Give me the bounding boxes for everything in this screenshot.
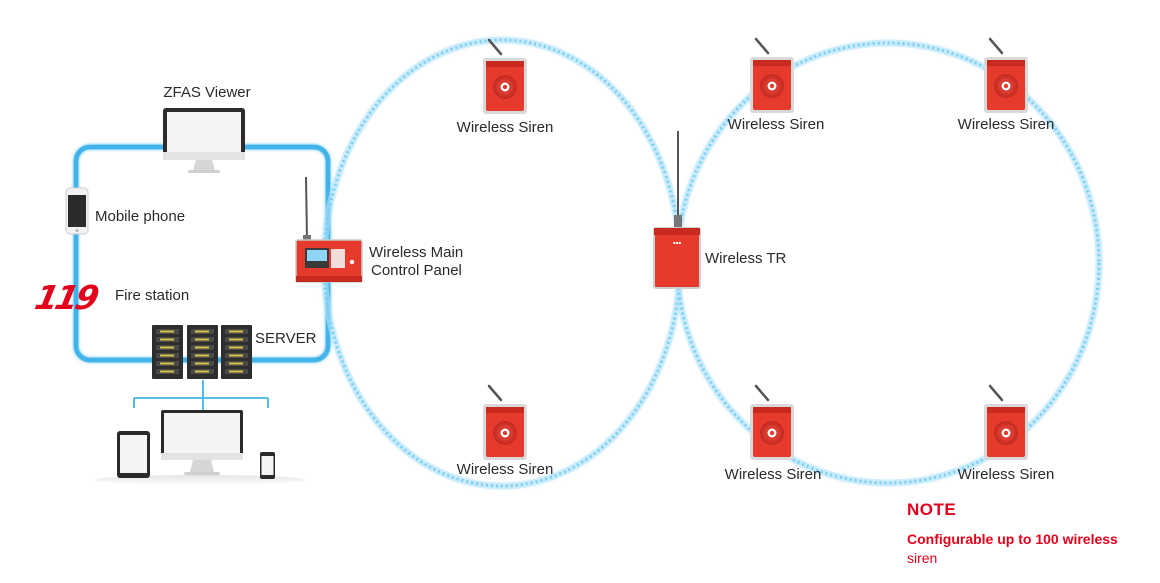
siren-icon (481, 384, 529, 462)
siren-icon (748, 37, 796, 115)
server-label: SERVER (255, 330, 317, 347)
note-text-regular: siren (907, 550, 938, 566)
mobile-phone-label: Mobile phone (95, 208, 186, 225)
tablet-icon (117, 431, 150, 478)
note-text: Configurable up to 100 wireless siren (907, 530, 1147, 568)
smartphone-icon (260, 452, 275, 479)
svg-text:▪▪▪: ▪▪▪ (673, 240, 681, 245)
main-panel-label-line1: Wireless Main (369, 244, 464, 261)
siren-icon (481, 38, 529, 116)
fire-station-label: Fire station (115, 287, 190, 304)
desktop-icon (161, 410, 243, 475)
siren-icon (748, 384, 796, 462)
siren-label: Wireless Siren (456, 461, 554, 478)
fire-station-logo: 119 (32, 278, 102, 317)
svg-text:119: 119 (32, 278, 102, 317)
note-text-bold: Configurable up to 100 wireless (907, 531, 1118, 547)
siren-label: Wireless Siren (957, 466, 1055, 483)
main-panel-label-line2: Control Panel (371, 262, 462, 279)
siren-icon (982, 384, 1030, 462)
siren-label: Wireless Siren (957, 116, 1055, 133)
zfas-viewer-label: ZFAS Viewer (163, 84, 251, 101)
transceiver-icon: ▪▪▪ (653, 131, 701, 289)
siren-icon (982, 37, 1030, 115)
note-title: NOTE (907, 500, 957, 519)
smartphone-icon (65, 187, 89, 235)
wireless-tr-label: Wireless TR (705, 250, 787, 267)
control-panel-icon (295, 176, 363, 283)
siren-label: Wireless Siren (456, 119, 554, 136)
server-client-links (133, 380, 269, 410)
monitor-icon (163, 108, 245, 173)
client-devices (95, 410, 305, 485)
siren-label: Wireless Siren (724, 466, 822, 483)
server-rack-icon (152, 325, 252, 379)
siren-label: Wireless Siren (727, 116, 825, 133)
